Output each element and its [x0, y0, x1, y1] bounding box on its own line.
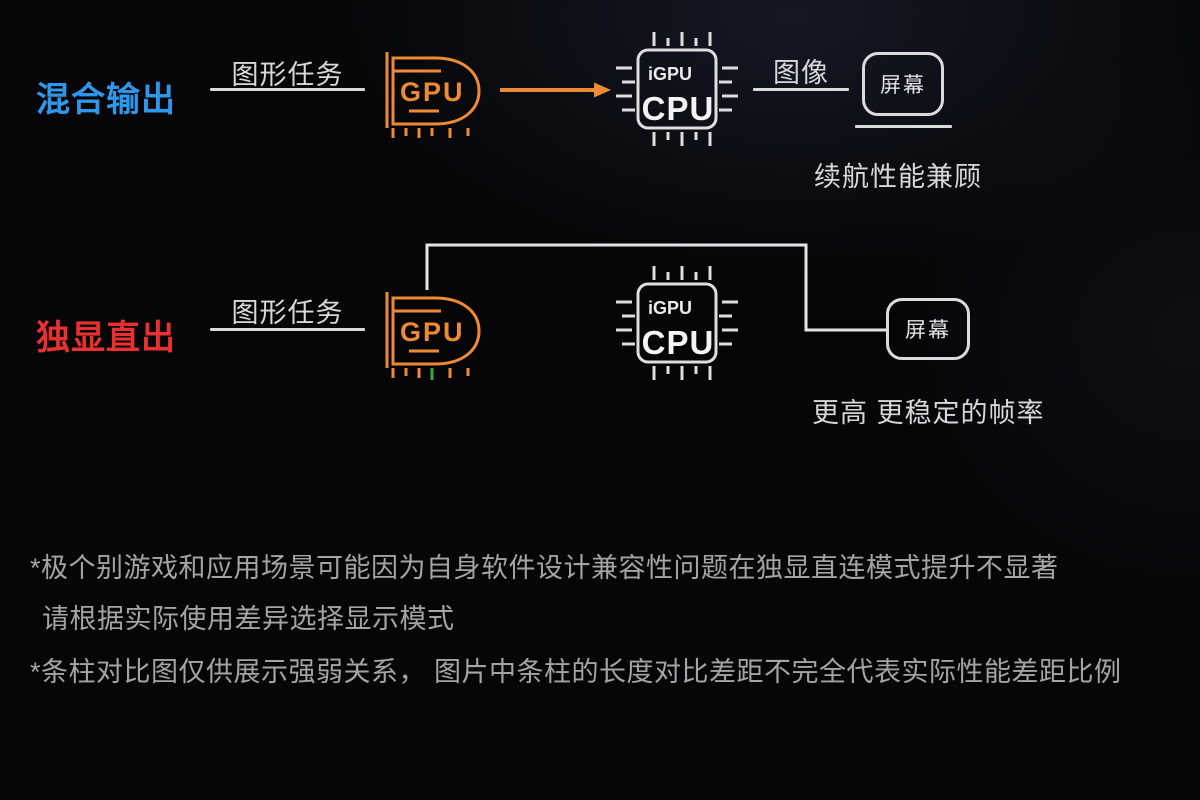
direct-task-label: 图形任务 [231, 298, 344, 328]
footnote-line: *极个别游戏和应用场景可能因为自身软件设计兼容性问题在独显直连模式提升不显著 [30, 553, 1059, 583]
direct-task-underline [210, 328, 365, 331]
cpu-icon: iGPU CPU [616, 266, 738, 380]
image-underline [753, 88, 849, 91]
hybrid-caption: 续航性能兼顾 [814, 162, 982, 192]
gpu-outline [385, 292, 481, 378]
direct-caption: 更高 更稳定的帧率 [812, 398, 1045, 428]
gpu-label: GPU [400, 317, 465, 347]
gpu-outline [385, 52, 481, 138]
direct-mode-label: 独显直出 [36, 319, 176, 357]
footnote-line: 请根据实际使用差异选择显示模式 [42, 604, 455, 634]
cpu-outline [616, 32, 738, 146]
cpu-label: CPU [642, 90, 715, 127]
screen-underline [855, 125, 952, 128]
igpu-label: iGPU [648, 298, 692, 318]
hybrid-task-underline [210, 88, 365, 91]
gpu-icon: GPU [385, 292, 481, 380]
screen-icon: 屏幕 [862, 52, 944, 116]
image-label: 图像 [773, 58, 829, 88]
gpu-icon: GPU [385, 52, 481, 138]
footnote-line: *条柱对比图仅供展示强弱关系， 图片中条柱的长度对比差距不完全代表实际性能差距比… [30, 657, 1122, 687]
screen-label: 屏幕 [905, 319, 951, 342]
cpu-label: CPU [642, 324, 715, 361]
cpu-icon: iGPU CPU [616, 32, 738, 146]
cpu-outline [616, 266, 738, 380]
hybrid-mode-label: 混合输出 [36, 81, 176, 119]
screen-icon: 屏幕 [886, 298, 970, 360]
gpu-label: GPU [400, 77, 465, 107]
screen-label: 屏幕 [880, 74, 926, 97]
gpu-to-cpu-arrow-icon [500, 82, 611, 98]
bypass-connector-line [425, 243, 888, 332]
hybrid-task-label: 图形任务 [231, 60, 344, 90]
igpu-label: iGPU [648, 64, 692, 84]
